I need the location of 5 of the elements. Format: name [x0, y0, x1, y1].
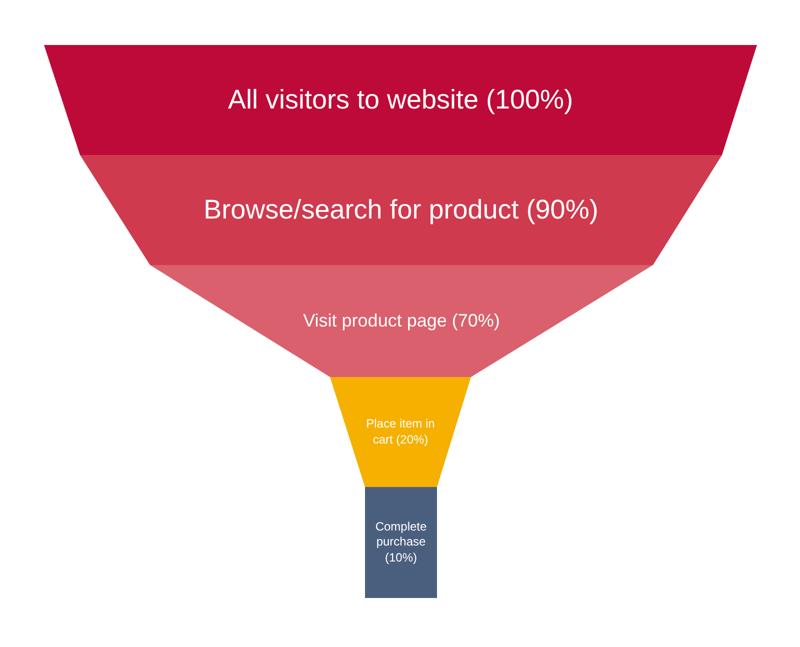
- stage-label: All visitors to website (100%): [226, 83, 574, 116]
- stage-label: Place item in cart (20%): [365, 416, 436, 448]
- stage-label: Complete purchase (10%): [374, 519, 428, 566]
- stage-label: Browse/search for product (90%): [202, 193, 600, 226]
- stage-label: Visit product page (70%): [302, 309, 501, 332]
